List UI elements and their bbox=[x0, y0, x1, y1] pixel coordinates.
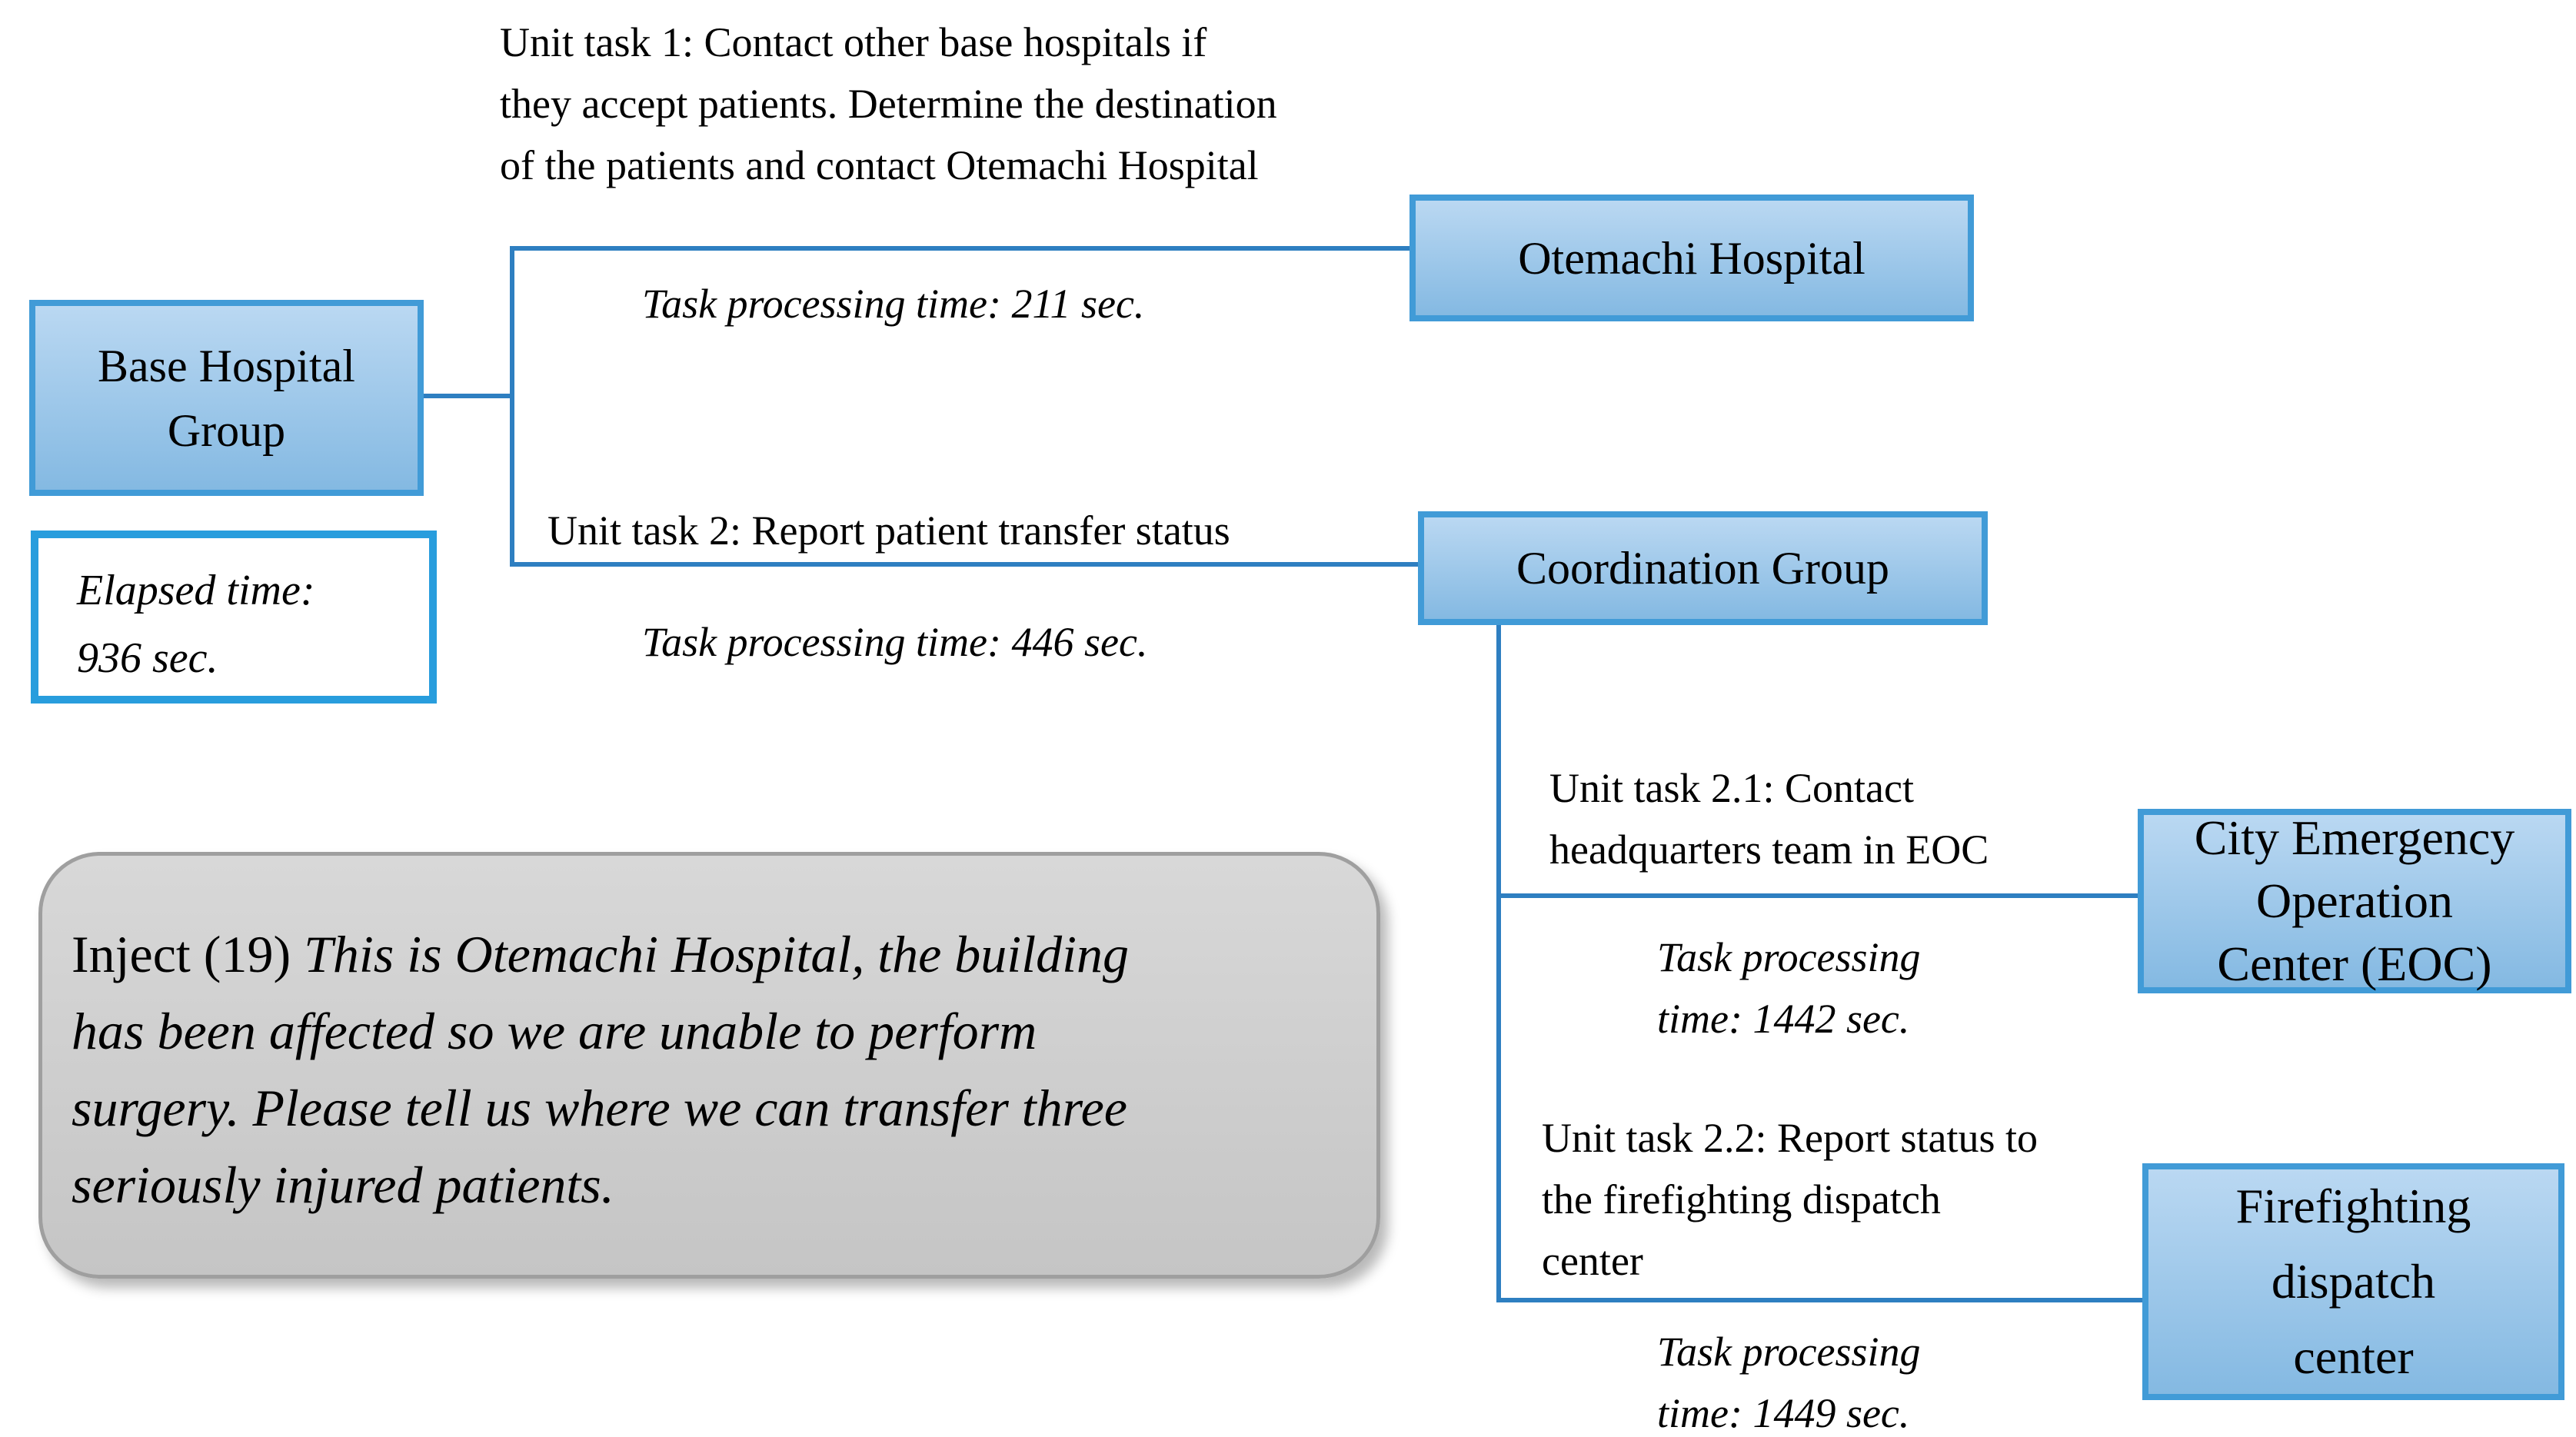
unit-task-2-1-line2: headquarters team in EOC bbox=[1549, 827, 1989, 873]
node-base-hospital-group: Base Hospital Group bbox=[29, 300, 424, 496]
unit-task-2-2-line3: center bbox=[1542, 1238, 1643, 1284]
connector-line-to-eoc bbox=[1496, 893, 2138, 898]
elapsed-time-box: Elapsed time: 936 sec. bbox=[31, 531, 437, 704]
connector-trunk-level2 bbox=[1496, 625, 1501, 1302]
task-time-1442-line1: Task processing bbox=[1657, 934, 1921, 980]
inject-line3: surgery. Please tell us where we can tra… bbox=[72, 1079, 1127, 1137]
connector-line-to-otemachi bbox=[510, 246, 1409, 251]
task-time-1449-label: Task processing time: 1449 sec. bbox=[1657, 1321, 1921, 1437]
inject-line4: seriously injured patients. bbox=[72, 1156, 614, 1214]
inject-prefix: Inject (19) bbox=[72, 925, 305, 983]
elapsed-time-line1: Elapsed time: bbox=[77, 567, 315, 614]
unit-task-2-1-line1: Unit task 2.1: Contact bbox=[1549, 765, 1914, 811]
node-firefighting-dispatch-center: Firefighting dispatch center bbox=[2142, 1163, 2564, 1400]
node-firefighting-line1: Firefighting bbox=[2235, 1179, 2471, 1233]
node-otemachi-hospital: Otemachi Hospital bbox=[1409, 195, 1974, 321]
node-firefighting-dispatch-center-label: Firefighting dispatch center bbox=[2236, 1169, 2471, 1395]
unit-task-2-2-line1: Unit task 2.2: Report status to bbox=[1542, 1115, 2038, 1161]
node-firefighting-line2: dispatch bbox=[2271, 1254, 2436, 1309]
task-time-211-label: Task processing time: 211 sec. bbox=[642, 281, 1145, 327]
node-city-eoc-line2: Operation bbox=[2256, 873, 2453, 928]
unit-task-1-line3: of the patients and contact Otemachi Hos… bbox=[500, 142, 1259, 188]
unit-task-1-line2: they accept patients. Determine the dest… bbox=[500, 81, 1277, 127]
unit-task-2-2-line2: the firefighting dispatch bbox=[1542, 1176, 1941, 1222]
connector-line-to-coordination bbox=[510, 562, 1418, 567]
task-time-1442-label: Task processing time: 1442 sec. bbox=[1657, 926, 1921, 1049]
task-time-1449-line1: Task processing bbox=[1657, 1329, 1921, 1375]
node-city-eoc-label: City Emergency Operation Center (EOC) bbox=[2195, 807, 2515, 996]
node-city-eoc-line3: Center (EOC) bbox=[2217, 936, 2492, 991]
node-city-eoc: City Emergency Operation Center (EOC) bbox=[2138, 809, 2571, 993]
node-base-hospital-group-label: Base Hospital Group bbox=[98, 334, 355, 463]
unit-task-1-line1: Unit task 1: Contact other base hospital… bbox=[500, 19, 1207, 65]
node-base-hospital-group-line2: Group bbox=[167, 404, 286, 456]
node-otemachi-hospital-label: Otemachi Hospital bbox=[1518, 232, 1865, 284]
unit-task-2-label: Unit task 2: Report patient transfer sta… bbox=[547, 507, 1230, 554]
unit-task-2-1-label: Unit task 2.1: Contact headquarters team… bbox=[1549, 757, 1989, 880]
inject-line1: This is Otemachi Hospital, the building bbox=[304, 925, 1129, 983]
connector-line-to-firefighting bbox=[1496, 1298, 2142, 1302]
task-time-1449-line2: time: 1449 sec. bbox=[1657, 1390, 1910, 1436]
task-time-446-label: Task processing time: 446 sec. bbox=[642, 619, 1148, 665]
node-city-eoc-line1: City Emergency bbox=[2194, 810, 2515, 865]
inject-line2: has been affected so we are unable to pe… bbox=[72, 1002, 1037, 1060]
connector-base-to-trunk bbox=[424, 394, 514, 398]
unit-task-1-label: Unit task 1: Contact other base hospital… bbox=[500, 12, 1277, 196]
connector-trunk-level1 bbox=[510, 246, 514, 567]
task-time-1442-line2: time: 1442 sec. bbox=[1657, 996, 1910, 1042]
inject-callout: Inject (19) This is Otemachi Hospital, t… bbox=[38, 852, 1380, 1279]
elapsed-time-line2: 936 sec. bbox=[77, 634, 218, 682]
node-coordination-group: Coordination Group bbox=[1418, 511, 1988, 625]
node-firefighting-line3: center bbox=[2293, 1329, 2414, 1384]
unit-task-2-2-label: Unit task 2.2: Report status to the fire… bbox=[1542, 1107, 2038, 1292]
node-base-hospital-group-line1: Base Hospital bbox=[98, 340, 355, 391]
node-coordination-group-label: Coordination Group bbox=[1516, 543, 1889, 594]
